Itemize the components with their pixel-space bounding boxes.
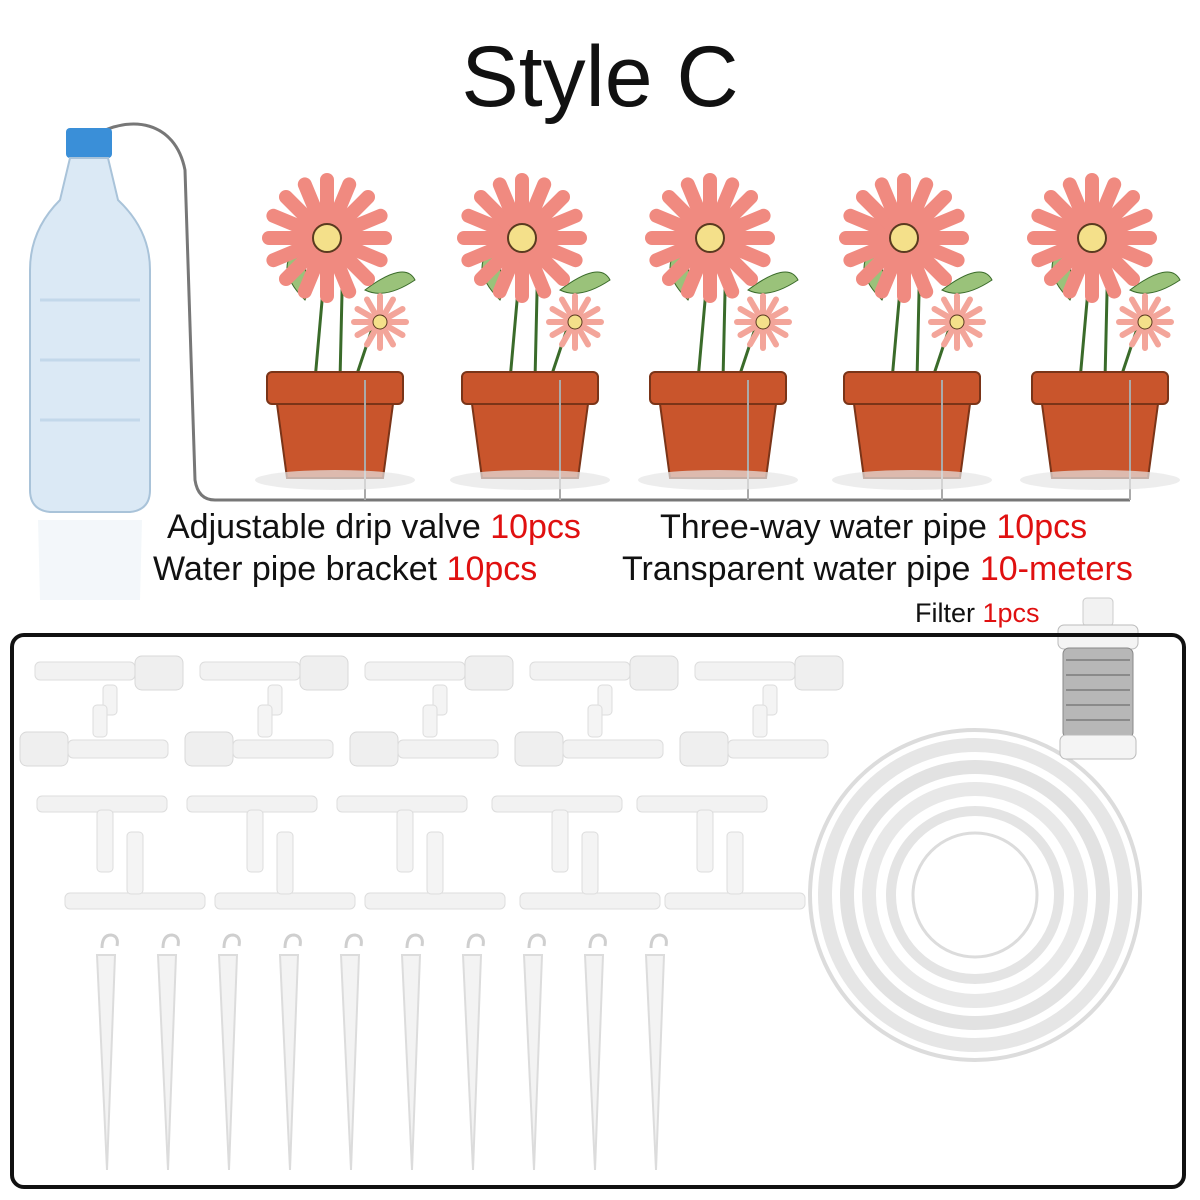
three-way-pipe-qty: 10pcs — [996, 508, 1088, 546]
caption-three-way-pipe: Three-way water pipe 10pcs — [660, 508, 1087, 547]
pipe-bracket-qty: 10pcs — [446, 550, 538, 588]
drip-valve — [19, 704, 169, 767]
drip-valve — [184, 704, 334, 767]
three-way-pipe — [214, 831, 356, 910]
pipe-bracket — [583, 933, 607, 1171]
pipe-bracket — [217, 933, 241, 1171]
caption-drip-valve: Adjustable drip valve 10pcs — [167, 508, 581, 547]
drip-valve — [199, 655, 349, 716]
flower-pot — [450, 173, 611, 500]
three-way-pipe — [336, 795, 468, 873]
transparent-pipe-qty: 10-meters — [979, 550, 1133, 588]
three-way-pipe-label: Three-way water pipe — [660, 508, 987, 546]
coiled-pipe — [808, 728, 1142, 1062]
pipe-bracket-label: Water pipe bracket — [153, 550, 438, 588]
drip-valve — [364, 655, 514, 716]
three-way-pipe — [664, 831, 806, 910]
flower-pot — [255, 173, 416, 500]
three-way-pipe — [64, 831, 206, 910]
pipe-bracket — [278, 933, 302, 1171]
filter-qty: 1pcs — [982, 598, 1040, 628]
bottle-cap — [66, 128, 112, 158]
drip-valve — [514, 704, 664, 767]
three-way-pipe — [186, 795, 318, 873]
pipe-bracket — [644, 933, 668, 1171]
three-way-pipe — [491, 795, 623, 873]
flower-pot — [638, 173, 799, 500]
three-way-pipe — [364, 831, 506, 910]
caption-pipe-bracket: Water pipe bracket 10pcs — [153, 550, 537, 589]
pipe-bracket — [156, 933, 180, 1171]
drip-valve — [349, 704, 499, 767]
caption-transparent-pipe: Transparent water pipe 10-meters — [622, 550, 1133, 589]
drip-valve-label: Adjustable drip valve — [167, 508, 481, 546]
pipe-bracket — [461, 933, 485, 1171]
flower-pot — [1020, 173, 1181, 500]
filter-part — [1057, 597, 1139, 760]
transparent-pipe-label: Transparent water pipe — [622, 550, 971, 588]
flower-pot — [832, 173, 993, 500]
drip-valve — [529, 655, 679, 716]
three-way-pipe — [36, 795, 168, 873]
page-title: Style C — [461, 29, 739, 125]
water-bottle — [29, 128, 151, 600]
drip-valve-qty: 10pcs — [490, 508, 581, 546]
three-way-pipe — [519, 831, 661, 910]
pipe-bracket — [339, 933, 363, 1171]
pipe-bracket — [400, 933, 424, 1171]
pipe-bracket — [522, 933, 546, 1171]
water-hose — [94, 122, 1130, 502]
pipe-bracket — [95, 933, 119, 1171]
filter-label: Filter — [915, 598, 975, 628]
parts-box — [10, 633, 1186, 1189]
caption-filter: Filter 1pcs — [915, 598, 1040, 629]
drip-valve — [679, 704, 829, 767]
three-way-pipe — [636, 795, 768, 873]
bottle-reflection — [38, 520, 142, 600]
drip-valve — [34, 655, 184, 716]
